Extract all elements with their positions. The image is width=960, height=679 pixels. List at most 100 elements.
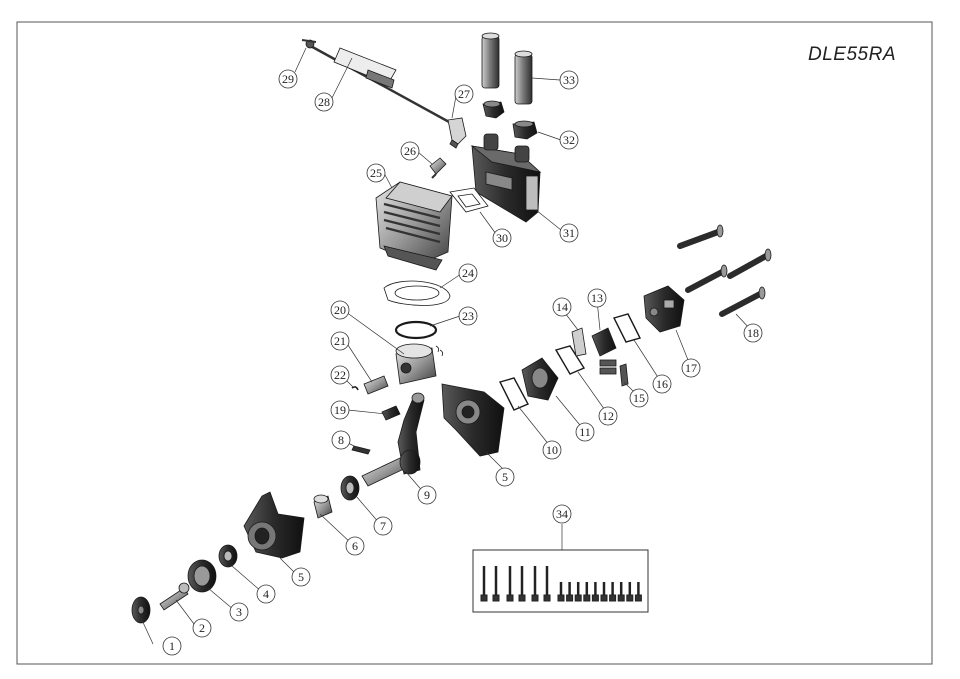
screw-head bbox=[583, 594, 591, 602]
screw-head bbox=[518, 594, 526, 602]
callout-26: 26 bbox=[400, 141, 420, 161]
callout-25: 25 bbox=[366, 163, 386, 183]
callout-24: 24 bbox=[458, 263, 478, 283]
svg-text:26: 26 bbox=[404, 144, 416, 158]
callout-27: 27 bbox=[454, 84, 474, 104]
screw-head bbox=[492, 594, 500, 602]
svg-text:22: 22 bbox=[334, 368, 346, 382]
parts-layer bbox=[131, 32, 772, 624]
callout-19: 19 bbox=[330, 400, 350, 420]
part-drive-hub bbox=[187, 559, 217, 593]
svg-text:8: 8 bbox=[338, 433, 344, 447]
screw-head bbox=[557, 594, 565, 602]
screw-head bbox=[480, 594, 488, 602]
callout-15: 15 bbox=[629, 388, 649, 408]
callout-11: 11 bbox=[575, 422, 595, 442]
screw-head bbox=[591, 594, 599, 602]
screw-head bbox=[617, 594, 625, 602]
svg-text:29: 29 bbox=[282, 72, 294, 86]
part-intake-manifold bbox=[521, 357, 559, 401]
screw-head bbox=[600, 594, 608, 602]
callout-14: 14 bbox=[552, 297, 572, 317]
part-exhaust-flanges bbox=[482, 100, 538, 140]
callout-5-lower: 5 bbox=[291, 567, 311, 587]
svg-text:33: 33 bbox=[563, 73, 575, 87]
callout-10: 10 bbox=[542, 440, 562, 460]
part-piston bbox=[395, 343, 437, 385]
part-intake-gasket bbox=[554, 345, 586, 375]
callout-6: 6 bbox=[345, 536, 365, 556]
part-needle-bearing bbox=[381, 405, 401, 421]
svg-text:9: 9 bbox=[424, 488, 430, 502]
svg-text:15: 15 bbox=[633, 391, 645, 405]
svg-text:18: 18 bbox=[747, 326, 759, 340]
screw-head bbox=[626, 594, 634, 602]
svg-text:5: 5 bbox=[298, 570, 304, 584]
callout-33: 33 bbox=[559, 70, 579, 90]
callout-13: 13 bbox=[587, 288, 607, 308]
part-key bbox=[351, 445, 371, 455]
callout-8: 8 bbox=[331, 430, 351, 450]
svg-text:4: 4 bbox=[263, 587, 269, 601]
svg-text:3: 3 bbox=[236, 605, 242, 619]
svg-text:16: 16 bbox=[656, 377, 668, 391]
part-prop-bolt bbox=[159, 582, 190, 611]
svg-text:31: 31 bbox=[563, 226, 575, 240]
part-throttle-bracket bbox=[301, 39, 461, 130]
svg-text:32: 32 bbox=[563, 133, 575, 147]
callout-1: 1 bbox=[162, 636, 182, 656]
part-standoffs bbox=[677, 224, 772, 317]
callout-17: 17 bbox=[681, 358, 701, 378]
callout-20: 20 bbox=[330, 300, 350, 320]
svg-text:7: 7 bbox=[380, 519, 386, 533]
part-reed-stop bbox=[619, 363, 629, 387]
part-crankshaft bbox=[361, 392, 425, 487]
part-screw-set bbox=[472, 549, 649, 613]
svg-text:24: 24 bbox=[462, 266, 474, 280]
part-piston-clip bbox=[435, 345, 444, 357]
svg-text:30: 30 bbox=[496, 231, 508, 245]
part-carb-gasket bbox=[612, 313, 642, 343]
part-clip bbox=[351, 386, 359, 391]
screw-head bbox=[506, 594, 514, 602]
callout-29: 29 bbox=[278, 69, 298, 89]
callout-2: 2 bbox=[192, 618, 212, 638]
part-bushing bbox=[313, 494, 333, 519]
part-reed-plate bbox=[571, 327, 587, 357]
screw-head bbox=[609, 594, 617, 602]
part-muffler bbox=[470, 133, 542, 223]
svg-text:5: 5 bbox=[502, 470, 508, 484]
callout-30: 30 bbox=[492, 228, 512, 248]
svg-text:19: 19 bbox=[334, 403, 346, 417]
svg-text:27: 27 bbox=[458, 87, 470, 101]
part-spark-plug bbox=[429, 157, 447, 179]
callout-22: 22 bbox=[330, 365, 350, 385]
model-title: DLE55RA bbox=[808, 44, 896, 65]
part-main-bearing bbox=[340, 475, 360, 501]
part-front-bearing bbox=[218, 544, 238, 568]
callout-18: 18 bbox=[743, 323, 763, 343]
svg-text:34: 34 bbox=[556, 507, 568, 521]
part-cylinder-gasket bbox=[383, 280, 451, 306]
svg-text:28: 28 bbox=[318, 95, 330, 109]
screw-head bbox=[531, 594, 539, 602]
svg-text:1: 1 bbox=[169, 639, 175, 653]
part-prop-washer bbox=[131, 596, 151, 624]
callout-5-upper: 5 bbox=[495, 467, 515, 487]
svg-text:2: 2 bbox=[199, 621, 205, 635]
part-cylinder bbox=[375, 181, 453, 271]
svg-text:17: 17 bbox=[685, 361, 697, 375]
callout-32: 32 bbox=[559, 130, 579, 150]
callout-16: 16 bbox=[652, 374, 672, 394]
svg-text:6: 6 bbox=[352, 539, 358, 553]
svg-text:14: 14 bbox=[556, 300, 568, 314]
screw-head bbox=[543, 594, 551, 602]
svg-text:23: 23 bbox=[462, 309, 474, 323]
callout-3: 3 bbox=[229, 602, 249, 622]
callout-34: 34 bbox=[552, 504, 572, 524]
svg-text:25: 25 bbox=[370, 166, 382, 180]
svg-text:12: 12 bbox=[602, 409, 614, 423]
callout-12: 12 bbox=[598, 406, 618, 426]
svg-text:10: 10 bbox=[546, 443, 558, 457]
